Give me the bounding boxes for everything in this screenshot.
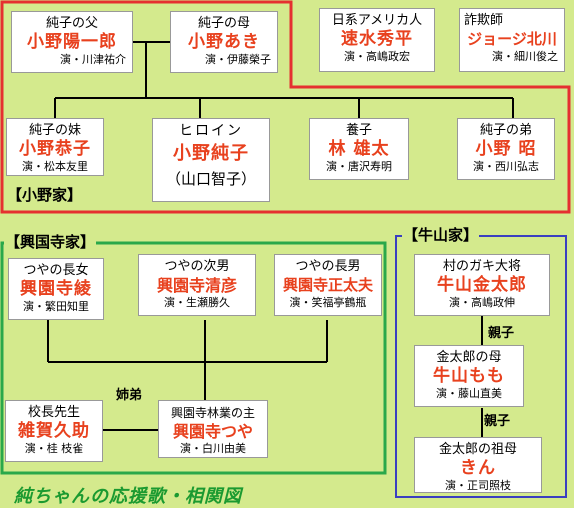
name-label: ジョージ北川 — [467, 30, 557, 48]
person-aya[interactable]: つやの長女 興園寺綾 演・繁田知里 — [8, 258, 104, 320]
person-yuta[interactable]: 養子 林 雄太 演・唐沢寿明 — [309, 118, 409, 180]
name-label: 小野陽一郎 — [27, 32, 117, 52]
kogoji-family-border — [0, 241, 387, 475]
actor-label: 演・白川由美 — [180, 442, 246, 455]
role-label: 興園寺林業の主 — [170, 406, 255, 420]
oyako-relation-label-1: 親子 — [488, 326, 515, 341]
name-label: 牛山金太郎 — [437, 275, 527, 295]
actor-label: 演・桂 枝雀 — [24, 442, 84, 455]
role-label: ヒロイン — [179, 123, 243, 139]
actor-label: 演・唐沢寿明 — [326, 160, 392, 173]
person-kin[interactable]: 金太郎の祖母 きん 演・正司照枝 — [414, 437, 542, 493]
role-label: つやの長女 — [23, 263, 89, 278]
name-label: 興園寺清彦 — [156, 276, 237, 295]
role-label: 養子 — [345, 123, 372, 138]
role-label: 村のガキ大将 — [442, 259, 521, 274]
name-label: 小野純子 — [173, 143, 249, 164]
person-kiyohiko[interactable]: つやの次男 興園寺清彦 演・生瀬勝久 — [138, 254, 256, 316]
role-label: 純子の父 — [45, 16, 98, 31]
person-kyoko[interactable]: 純子の妹 小野恭子 演・松本友里 — [6, 118, 104, 176]
actor-label: 演・西川弘志 — [473, 160, 539, 173]
ushiyama-family-border — [395, 235, 567, 498]
actor-label: （山口智子） — [165, 170, 256, 188]
name-label: 興園寺綾 — [20, 279, 92, 299]
person-ono-father[interactable]: 純子の父 小野陽一郎 演・川津祐介 — [11, 11, 133, 73]
person-masadayu[interactable]: つやの長男 興園寺正太夫 演・笑福亭鶴瓶 — [274, 254, 382, 316]
actor-label: 演・松本友里 — [22, 160, 88, 173]
actor-label: 演・生瀬勝久 — [164, 296, 230, 309]
actor-label: 演・繁田知里 — [23, 300, 89, 313]
person-george[interactable]: 詐欺師 ジョージ北川 演・細川俊之 — [459, 8, 565, 72]
name-label: 小野 昭 — [475, 139, 537, 159]
name-label: 興園寺正太夫 — [282, 276, 373, 294]
name-label: 小野あき — [188, 32, 260, 52]
name-label: 牛山もも — [433, 366, 505, 386]
actor-label: 演・笑福亭鶴瓶 — [289, 296, 367, 309]
ushiyama-family-label: 【牛山家】 — [402, 226, 480, 244]
actor-label: 演・川津祐介 — [60, 53, 126, 66]
name-label: 小野恭子 — [19, 139, 91, 159]
role-label: つやの長男 — [295, 259, 361, 274]
ono-family-border — [0, 0, 571, 214]
actor-label: 演・正司照枝 — [445, 479, 511, 492]
person-heroine[interactable]: ヒロイン 小野純子 （山口智子） — [152, 118, 270, 202]
role-label: 純子の弟 — [479, 123, 532, 138]
person-principal[interactable]: 校長先生 雑賀久助 演・桂 枝雀 — [5, 400, 103, 462]
role-label: 校長先生 — [27, 405, 80, 420]
kogoji-family-label: 【興国寺家】 — [4, 233, 97, 251]
name-label: きん — [460, 458, 496, 478]
actor-label: 演・高嶋政伸 — [449, 296, 515, 309]
person-akira[interactable]: 純子の弟 小野 昭 演・西川弘志 — [457, 118, 555, 180]
person-hayami[interactable]: 日系アメリカ人 速水秀平 演・高嶋政宏 — [319, 8, 435, 72]
ono-family-label: 【小野家】 — [6, 186, 84, 204]
role-label: 詐欺師 — [464, 13, 504, 28]
name-label: 興園寺つや — [172, 422, 253, 441]
role-label: つやの次男 — [164, 259, 230, 274]
name-label: 雑賀久助 — [18, 421, 90, 441]
actor-label: 演・藤山直美 — [436, 387, 502, 400]
person-ono-mother[interactable]: 純子の母 小野あき 演・伊藤榮子 — [170, 11, 278, 73]
diagram-title: 純ちゃんの応援歌・相関図 — [14, 486, 242, 507]
role-label: 純子の母 — [197, 16, 250, 31]
person-kintaro[interactable]: 村のガキ大将 牛山金太郎 演・高嶋政伸 — [414, 254, 550, 316]
actor-label: 演・伊藤榮子 — [205, 53, 271, 66]
name-label: 速水秀平 — [341, 29, 413, 49]
role-label: 純子の妹 — [28, 123, 81, 138]
actor-label: 演・高嶋政宏 — [344, 50, 410, 63]
role-label: 金太郎の祖母 — [438, 442, 517, 457]
person-tsuya[interactable]: 興園寺林業の主 興園寺つや 演・白川由美 — [158, 400, 268, 458]
shitei-relation-label: 姉弟 — [116, 388, 143, 403]
role-label: 金太郎の母 — [436, 350, 502, 365]
actor-label: 演・細川俊之 — [492, 50, 558, 63]
name-label: 林 雄太 — [328, 139, 390, 159]
person-momo[interactable]: 金太郎の母 牛山もも 演・藤山直美 — [414, 345, 524, 407]
role-label: 日系アメリカ人 — [331, 13, 423, 28]
oyako-relation-label-2: 親子 — [484, 414, 511, 429]
